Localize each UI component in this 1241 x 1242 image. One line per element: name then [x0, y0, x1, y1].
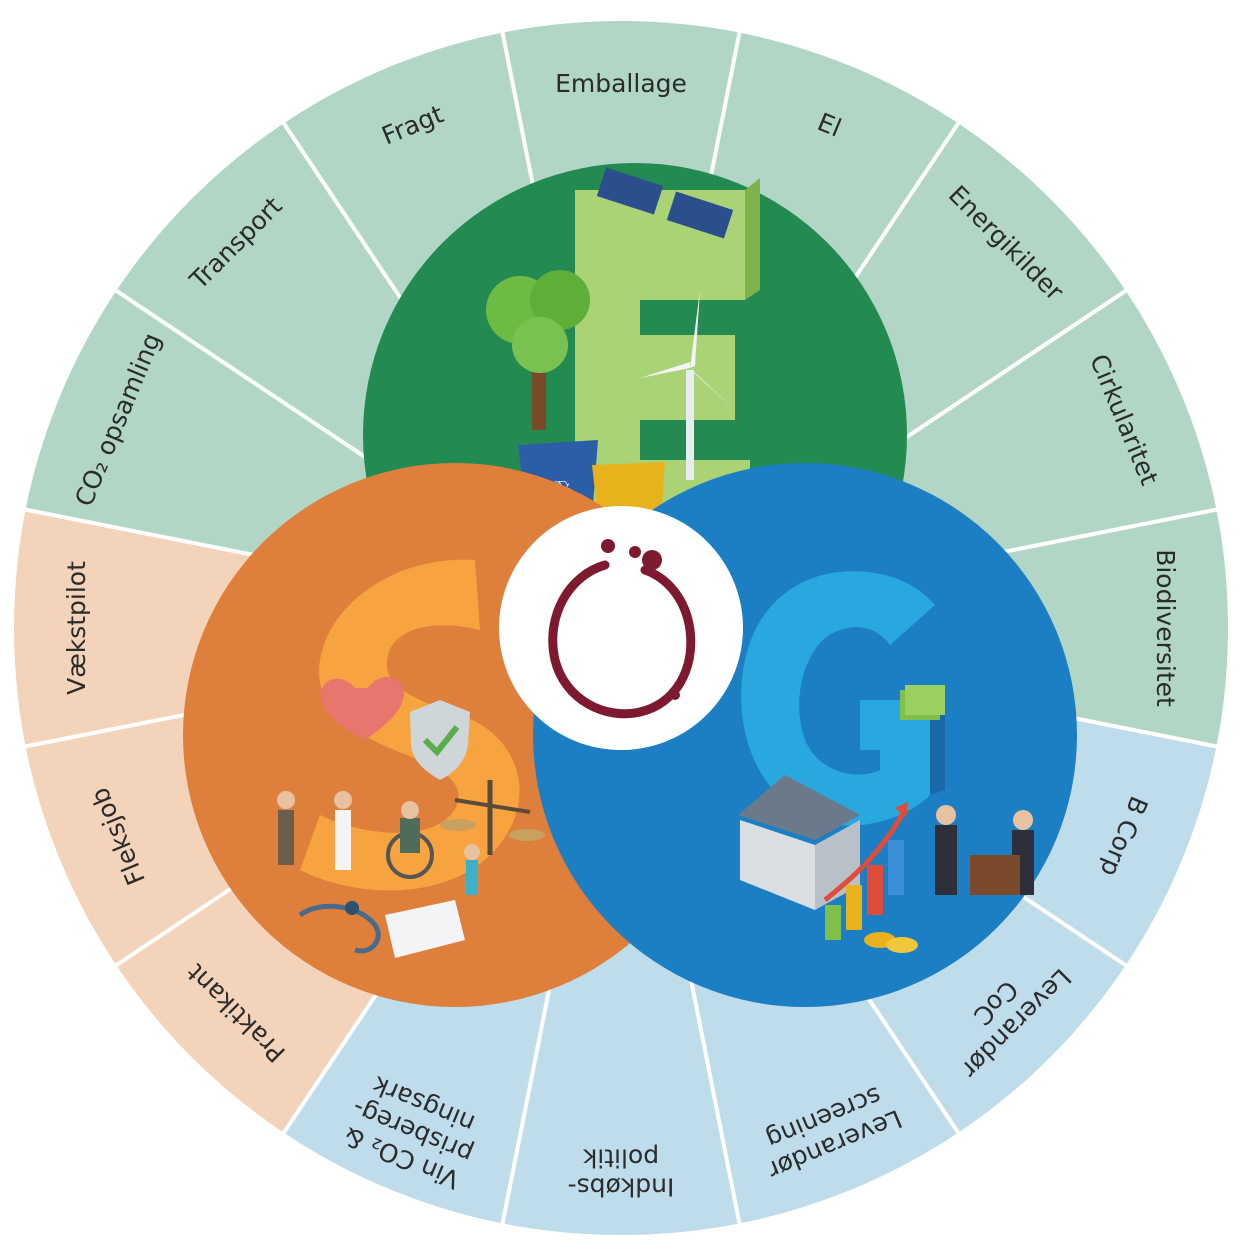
ring-label: Biodiversitet: [1151, 549, 1180, 707]
bar-chart-icon: [823, 802, 908, 940]
handshake-icon: [935, 805, 1034, 895]
wind-turbine-icon: [640, 290, 735, 480]
ring-label: Emballage: [555, 69, 687, 98]
ring-label: Indkøbs-politik: [568, 1144, 675, 1202]
bank-building-icon: [738, 775, 860, 910]
people-icon: [277, 791, 480, 895]
heart-icon: [320, 676, 405, 740]
stethoscope-icon: [298, 901, 381, 954]
ring-label-line: politik: [582, 1144, 659, 1173]
wine-drop-icon: [629, 546, 641, 558]
letter-e-icon: [575, 178, 760, 520]
ring-label-line: Emballage: [555, 69, 687, 98]
tree-icon: [486, 270, 590, 430]
center-circle: [499, 506, 743, 750]
ring-label-line: Biodiversitet: [1151, 549, 1180, 707]
wine-drop-icon: [601, 539, 615, 553]
balance-scale-icon: [440, 780, 545, 855]
solar-panel-icon: [596, 167, 734, 239]
ring-divider: [114, 288, 373, 463]
shield-check-icon: [410, 700, 470, 780]
ring-label: Vækstpilot: [62, 561, 91, 695]
outer-ring-border: [12, 19, 1230, 1237]
ring-label-line: Vækstpilot: [62, 561, 91, 695]
clipboard-icon: [385, 900, 465, 958]
letter-s-icon: [300, 559, 520, 891]
ring-label-line: Indkøbs-: [568, 1173, 675, 1202]
wine-stain-ring-icon: [548, 560, 696, 719]
wine-drop-icon: [642, 550, 662, 570]
money-stack-icon: [900, 685, 945, 720]
coins-icon: [864, 932, 918, 953]
wine-drop-icon: [670, 690, 680, 700]
ring-divider: [869, 288, 1128, 463]
center-logo: [499, 506, 743, 750]
